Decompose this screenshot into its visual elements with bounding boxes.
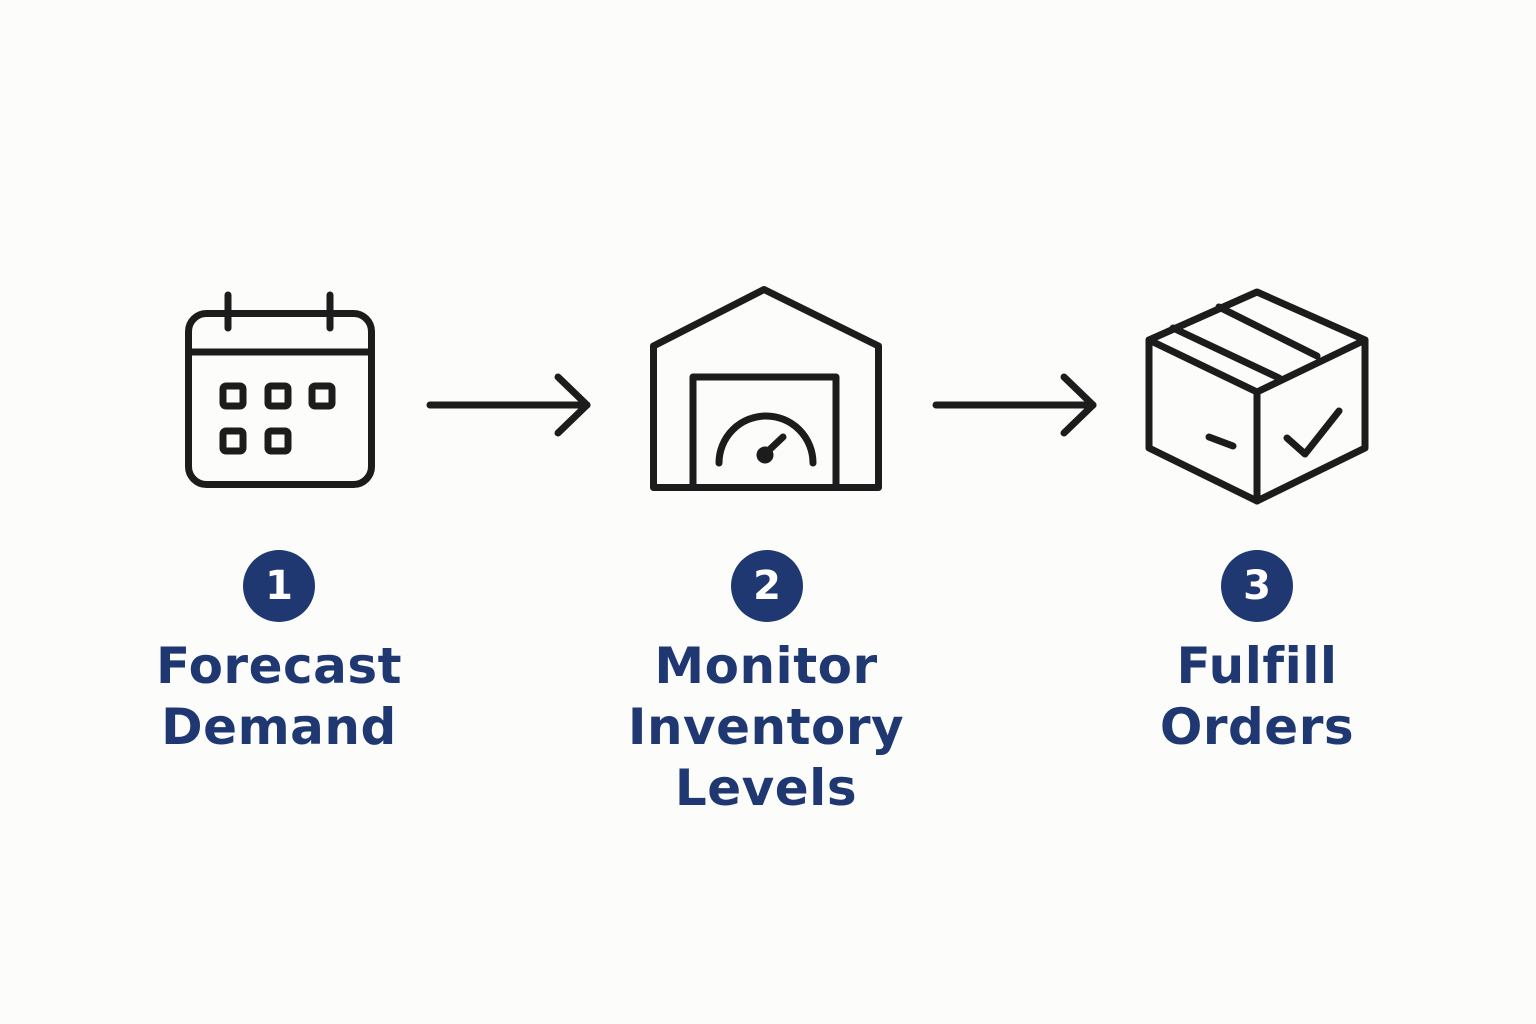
package-check-icon [1145, 288, 1369, 508]
step-label: Monitor Inventory Levels [586, 636, 946, 819]
warehouse-gauge-icon [650, 286, 882, 492]
step-label: Fulfill Orders [1077, 636, 1437, 758]
step-label-line: Monitor [654, 637, 878, 695]
arrow-right-icon [932, 372, 1099, 438]
step-number-badge: 3 [1221, 550, 1293, 622]
step-label-line: Forecast [155, 637, 403, 695]
arrow-right-icon [426, 372, 593, 438]
calendar-icon [185, 291, 375, 488]
step-label-line: Inventory [627, 698, 905, 756]
step-number-badge: 2 [731, 550, 803, 622]
step-label-line: Levels [674, 759, 858, 817]
step-number-badge: 1 [243, 550, 315, 622]
step-label-line: Demand [161, 698, 397, 756]
step-label-line: Fulfill [1176, 637, 1338, 695]
step-label-line: Orders [1159, 698, 1355, 756]
step-label: Forecast Demand [99, 636, 459, 758]
